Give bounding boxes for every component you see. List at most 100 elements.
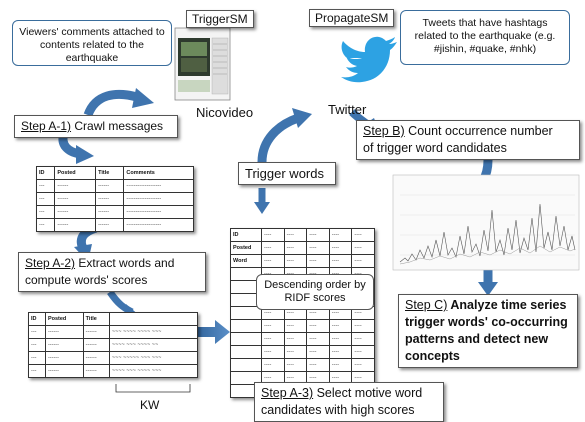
arrow-trigger-to-twitter xyxy=(257,113,300,163)
step-a2-box: Step A-2) Extract words and compute word… xyxy=(18,252,206,292)
table-cell: ------ xyxy=(54,192,97,206)
trigger-table-row-posted: Posted xyxy=(230,241,262,255)
twitter-bird-icon xyxy=(341,36,397,83)
table-cell: ~~~ ~~~~ ~~~~ ~~~ xyxy=(108,325,199,339)
table-row: --- ------ ------ ------------------- xyxy=(35,205,194,219)
step-a1-id: Step A-1) xyxy=(21,119,72,133)
time-series-chart xyxy=(392,174,580,271)
step-a3-box: Step A-3) Select motive word candidates … xyxy=(254,382,444,422)
table-cell: ------ xyxy=(95,205,125,219)
table-cell: ------ xyxy=(82,338,110,352)
step-a2-id: Step A-2) xyxy=(25,256,76,270)
time-series-line-2 xyxy=(399,245,576,265)
step-a3-text: Select motive word xyxy=(313,386,423,400)
trigger-word-table: ID -------------------- Posted ---------… xyxy=(230,228,375,398)
arrow-a1-to-nico xyxy=(83,89,142,117)
table-a2-col-posted: Posted xyxy=(44,312,84,326)
step-b-box: Step B) Count occurrence number of trigg… xyxy=(356,120,580,160)
table-cell: ------------------- xyxy=(123,192,194,206)
table-cell: --- xyxy=(35,179,56,193)
nicovideo-callout: Viewers' comments attached to contents r… xyxy=(12,20,172,66)
table-cell: --- xyxy=(35,218,56,232)
table-cell: ------------------- xyxy=(123,179,194,193)
table-cell: ------ xyxy=(54,205,97,219)
kw-bracket xyxy=(115,384,191,393)
step-c-text-line4: concepts xyxy=(405,349,460,363)
table-cell: ------ xyxy=(44,338,84,352)
table-cell: ------ xyxy=(95,179,125,193)
triggersm-label: TriggerSM xyxy=(186,10,254,28)
table-cell: ------ xyxy=(44,325,84,339)
step-c-id: Step C) xyxy=(405,298,448,312)
table-row: Word -------------------- xyxy=(230,254,375,268)
table-a1-header: ID Posted Title Comments xyxy=(35,166,194,180)
table-a1-col-comments: Comments xyxy=(123,166,194,180)
trigger-table-row-id: ID xyxy=(230,228,262,242)
table-row: -------------------- xyxy=(230,371,375,385)
table-cell: ------ xyxy=(82,364,110,378)
table-row: --- ------ ------ ------------------- xyxy=(35,218,194,232)
chart-gridlines xyxy=(400,194,575,256)
table-cell: --- xyxy=(28,325,46,339)
table-a2-col-words xyxy=(108,312,199,326)
arrow-to-trigger-table xyxy=(192,320,230,344)
table-row: Posted -------------------- xyxy=(230,241,375,255)
table-row: --- ------ ------ ------------------- xyxy=(35,179,194,193)
table-cell: ~~~~ ~~~ ~~~~ ~~ xyxy=(108,338,199,352)
time-series-line-1 xyxy=(399,203,576,263)
table-row: --- ------ ------ ------------------- xyxy=(35,192,194,206)
table-row: --- ------ ------ ~~~ ~~~~~ ~~~ ~~~ xyxy=(28,351,199,365)
table-a2: ID Posted Title --- ------ ------ ~~~ ~~… xyxy=(28,312,199,378)
table-cell: ------ xyxy=(95,192,125,206)
step-a1-text: Crawl messages xyxy=(71,119,164,133)
table-cell: --- xyxy=(28,338,46,352)
table-cell: --- xyxy=(35,205,56,219)
step-a2-text: Extract words and xyxy=(75,256,175,270)
propagatesm-label: PropagateSM xyxy=(309,9,395,27)
table-a1: ID Posted Title Comments --- ------ ----… xyxy=(35,166,194,232)
table-row: --- ------ ------ ~~~ ~~~~ ~~~~ ~~~ xyxy=(28,325,199,339)
table-row: -------------------- xyxy=(230,345,375,359)
table-row: -------------------- xyxy=(230,332,375,346)
table-cell: ~~~ ~~~~~ ~~~ ~~~ xyxy=(108,351,199,365)
table-row: ID -------------------- xyxy=(230,228,375,242)
step-c-text: Analyze time series xyxy=(447,298,567,312)
table-row: -------------------- xyxy=(230,319,375,333)
trigger-words-label: Trigger words xyxy=(238,162,336,185)
table-a2-col-title: Title xyxy=(82,312,110,326)
table-a2-col-id: ID xyxy=(28,312,46,326)
twitter-callout: Tweets that have hashtags related to the… xyxy=(400,10,570,65)
table-cell: ------------------- xyxy=(123,218,194,232)
table-cell: ------ xyxy=(44,364,84,378)
step-c-box: Step C) Analyze time series trigger word… xyxy=(398,294,578,368)
twitter-site-label: Twitter xyxy=(328,102,367,117)
step-a1-box: Step A-1) Crawl messages xyxy=(14,115,178,138)
table-cell: ------ xyxy=(82,325,110,339)
table-cell: --- xyxy=(35,192,56,206)
table-cell: ~~~~ ~~~ ~~~~ ~~~ xyxy=(108,364,199,378)
step-a3-id: Step A-3) xyxy=(261,386,314,400)
table-a1-col-id: ID xyxy=(35,166,56,180)
table-cell: ------ xyxy=(54,218,97,232)
step-b-text: Count occurrence number xyxy=(404,124,553,138)
table-cell: ------ xyxy=(54,179,97,193)
step-c-text-line3: patterns and detect new xyxy=(405,332,549,346)
table-cell: ------ xyxy=(44,351,84,365)
table-cell: ------------------- xyxy=(123,205,194,219)
table-row: --- ------ ------ ~~~~ ~~~ ~~~~ ~~ xyxy=(28,338,199,352)
table-a1-col-title: Title xyxy=(95,166,125,180)
table-cell: --- xyxy=(28,351,46,365)
step-a3-text-line2: candidates with high scores xyxy=(261,403,415,417)
table-cell: ------ xyxy=(82,351,110,365)
step-a2-text-line2: compute words' scores xyxy=(25,273,148,287)
kw-label: KW xyxy=(140,398,160,412)
ridf-callout: Descending order by RIDF scores xyxy=(256,274,374,310)
table-cell: ------ xyxy=(95,218,125,232)
trigger-table-row-word: Word xyxy=(230,254,262,268)
nicovideo-site-label: Nicovideo xyxy=(196,105,254,120)
table-row: -------------------- xyxy=(230,358,375,372)
step-b-text-line2: of trigger word candidates xyxy=(363,141,507,155)
table-a1-col-posted: Posted xyxy=(54,166,97,180)
table-a2-header: ID Posted Title xyxy=(28,312,199,326)
